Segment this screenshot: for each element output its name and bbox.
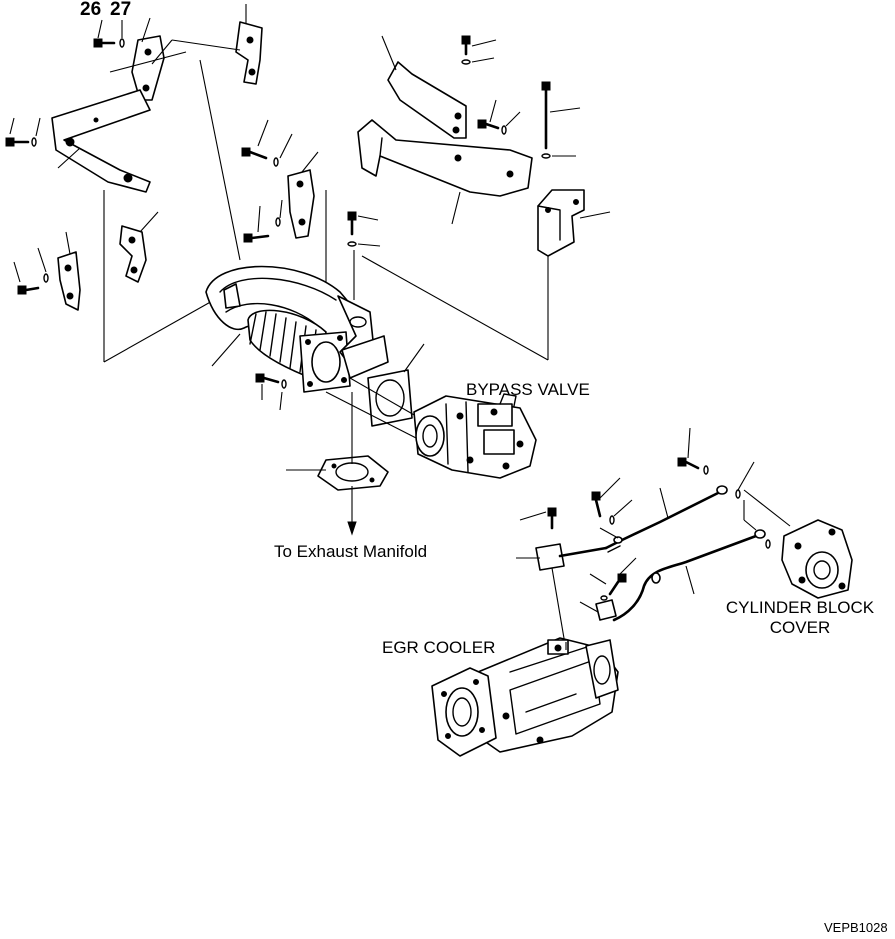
bracket-block bbox=[537, 189, 585, 257]
pipe-bolt bbox=[255, 373, 287, 389]
exhaust-pipe bbox=[205, 265, 389, 393]
center-bolt-upper bbox=[241, 147, 279, 167]
pipe-clamp-shield bbox=[287, 169, 315, 239]
leader-lines-upper-right bbox=[353, 35, 611, 361]
tube-flange-clamp bbox=[535, 543, 608, 571]
leader-lines-top-left bbox=[9, 4, 247, 363]
egr-cooler-label: EGR COOLER bbox=[382, 638, 496, 657]
bypass-valve bbox=[413, 393, 537, 479]
bolt-left-lower bbox=[17, 273, 49, 295]
lower-clamp-left bbox=[57, 251, 81, 311]
bypass-gasket bbox=[367, 369, 413, 427]
upper-right-bolts bbox=[347, 35, 551, 247]
upper-clamp-right bbox=[235, 21, 263, 85]
center-bolt-lower bbox=[243, 217, 281, 243]
tube-flange-lower bbox=[595, 599, 617, 621]
bolt-left-upper bbox=[5, 137, 37, 147]
upper-clamp-left bbox=[131, 35, 165, 101]
long-support-bracket bbox=[51, 89, 151, 193]
bolt-26 bbox=[93, 38, 116, 48]
drawing-code: VEPB1028 bbox=[824, 920, 888, 935]
upper-bracket bbox=[387, 61, 467, 139]
leader-lines-pipe bbox=[211, 333, 425, 441]
leader-lines-tubes bbox=[516, 427, 791, 651]
callout-27: 27 bbox=[110, 0, 132, 20]
egr-tube-upper bbox=[604, 485, 728, 553]
egr-cooler bbox=[431, 637, 619, 757]
lower-clamp-right bbox=[119, 225, 147, 283]
manifold-arrow bbox=[286, 392, 357, 536]
leader-lines-center bbox=[257, 119, 327, 290]
egr-tube-lower bbox=[612, 529, 766, 622]
bypass-valve-label: BYPASS VALVE bbox=[466, 380, 590, 399]
to-exhaust-manifold-label: To Exhaust Manifold bbox=[274, 542, 428, 561]
main-bracket bbox=[357, 119, 533, 197]
tube-bolts bbox=[547, 457, 771, 601]
manifold-gasket bbox=[317, 455, 389, 491]
cylinder-block-cover-label-line1: CYLINDER BLOCK bbox=[725, 598, 875, 617]
callout-26: 26 bbox=[80, 0, 102, 20]
pipe-flange bbox=[299, 331, 351, 393]
cylinder-block-cover bbox=[781, 519, 853, 599]
washer-27 bbox=[119, 38, 125, 48]
cylinder-block-cover-label-line2: COVER bbox=[769, 618, 831, 637]
